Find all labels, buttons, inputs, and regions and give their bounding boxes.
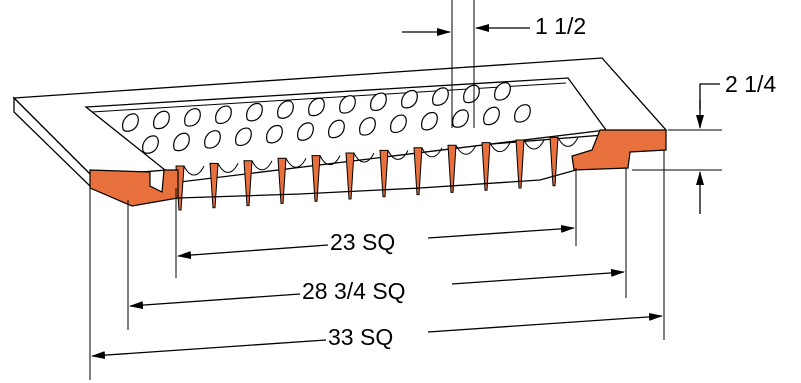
slot-opening: [463, 84, 480, 104]
grate-web: [523, 139, 545, 150]
slot-opening: [421, 111, 438, 131]
dimension-outer-square: 33 SQ: [91, 312, 663, 360]
slot-opening: [339, 95, 356, 114]
dimension-slot-width: 1 1/2: [402, 0, 586, 128]
dimension-mid-square: 28 3/4 SQ: [129, 268, 625, 310]
grate-web: [489, 142, 511, 153]
grate-fin: [379, 149, 389, 198]
slot-opening: [359, 117, 376, 136]
slot-opening: [235, 127, 252, 147]
grate-web: [557, 137, 579, 147]
slot-opening: [173, 132, 190, 152]
grate-fin: [549, 136, 559, 187]
dimension-depth: 2 1/4: [632, 71, 776, 214]
slot-opening: [401, 89, 418, 109]
grate-web: [455, 144, 477, 155]
extension-lines: [89, 150, 665, 380]
grate-web: [217, 163, 239, 173]
slot-opening: [452, 109, 469, 128]
grate-web: [387, 150, 409, 160]
grate-fin: [481, 142, 491, 191]
slot-opening: [328, 119, 345, 139]
section-cut-right: [571, 129, 667, 171]
slot-opening: [277, 100, 294, 119]
grate-fin: [345, 152, 355, 200]
slot-opening: [297, 122, 314, 141]
label-inner-square: 23 SQ: [330, 229, 395, 255]
grate-fin: [515, 139, 525, 189]
grate-web: [183, 165, 205, 176]
grate-fin: [311, 155, 321, 202]
label-mid-square: 28 3/4 SQ: [302, 278, 406, 304]
grate-web: [353, 152, 375, 163]
slot-opening: [215, 105, 232, 125]
label-outer-square: 33 SQ: [328, 324, 393, 350]
slot-opening: [432, 87, 449, 106]
grate-fin: [209, 162, 219, 209]
label-depth: 2 1/4: [725, 71, 776, 97]
slot-opening: [153, 110, 170, 130]
slot-opening: [184, 108, 201, 127]
section-cut-left: [89, 169, 179, 207]
slot-opening: [514, 104, 531, 123]
grate-fins: [175, 136, 579, 211]
slot-opening: [390, 114, 407, 134]
grate-slots: [122, 82, 531, 154]
grate-fin: [243, 160, 253, 207]
grate-bottom-edge: [177, 169, 577, 199]
slot-opening: [494, 82, 511, 101]
label-slot-width: 1 1/2: [535, 13, 586, 39]
slot-opening: [204, 130, 221, 149]
slot-opening: [483, 106, 500, 126]
slot-opening: [308, 97, 325, 117]
grate-web: [319, 155, 341, 166]
slot-opening: [122, 113, 139, 132]
slot-opening: [370, 92, 387, 112]
dimension-inner-square: 23 SQ: [177, 224, 575, 260]
slot-opening: [266, 124, 283, 144]
slot-opening: [246, 102, 263, 122]
grate-web: [285, 157, 307, 168]
grate-fin: [277, 157, 287, 204]
grate-web: [421, 147, 443, 158]
grate-web: [251, 160, 273, 171]
grate-fin: [447, 144, 457, 193]
slot-opening: [142, 135, 159, 154]
grate-fin: [413, 147, 423, 196]
